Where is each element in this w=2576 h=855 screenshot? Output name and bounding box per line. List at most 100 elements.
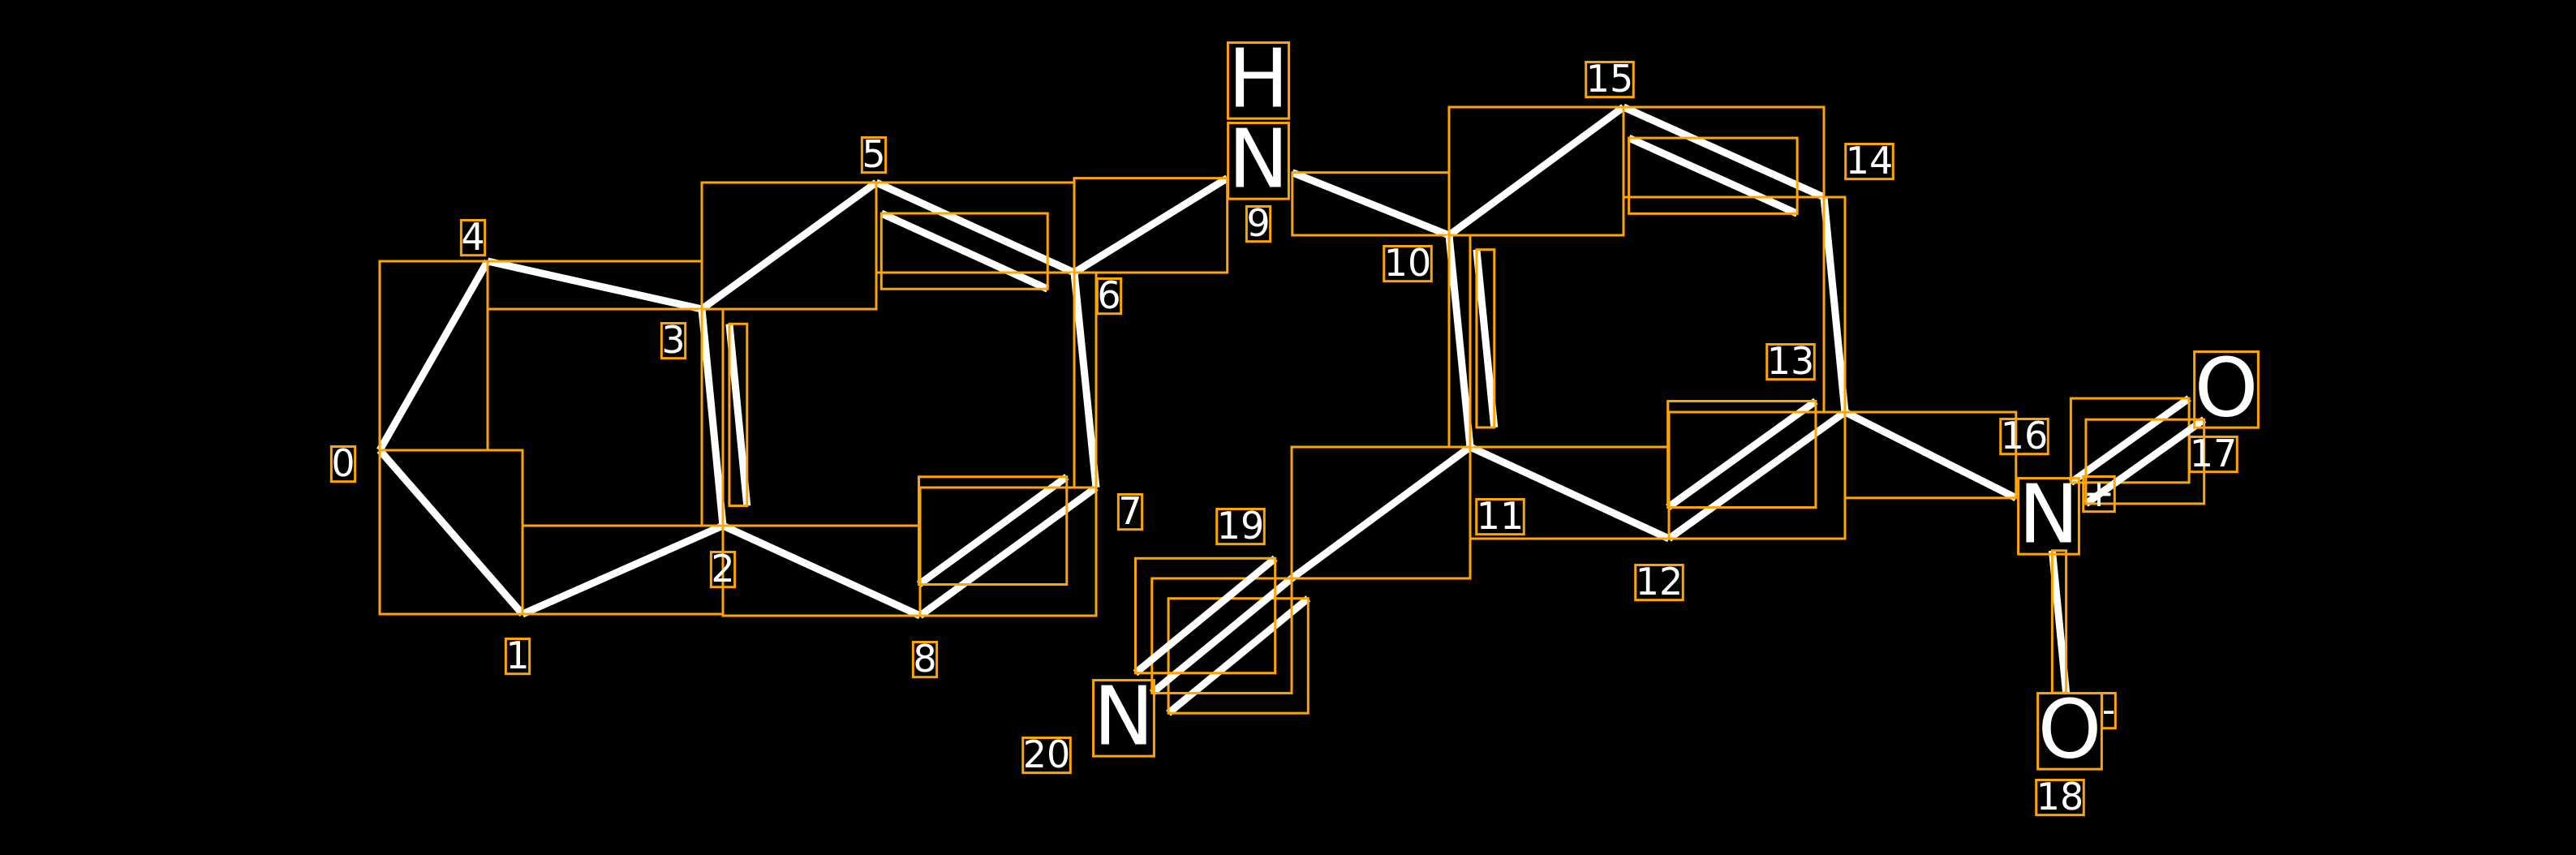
bond-12-11 — [1469, 443, 1671, 543]
bond-13-16 — [1843, 408, 2018, 501]
atom-symbol-N-box — [1227, 122, 1290, 200]
bond-6-9 — [1072, 174, 1230, 276]
bond-11-19-box — [1290, 445, 1472, 580]
atom-hydrogen-box — [1226, 41, 1291, 120]
atom-symbol-N: N — [1228, 112, 1289, 207]
atom-index-label-box — [1765, 342, 1816, 381]
atom-index-label: 8 — [913, 637, 936, 681]
bond-3-2-inner-box — [728, 322, 749, 508]
bond-6-7 — [1070, 272, 1100, 488]
atom-index-label-box — [1585, 60, 1635, 99]
atom-index-label-box — [709, 550, 737, 589]
atom-index-label-box — [2035, 778, 2085, 817]
atom-index-label-box — [459, 218, 487, 257]
atom-charge-box — [2101, 691, 2117, 730]
atom-index-label: 7 — [1118, 489, 1142, 533]
bond-15-14-inner-box — [1628, 136, 1799, 215]
bond-15-14-inner — [1627, 134, 1799, 217]
atom-index-label-box — [1844, 142, 1894, 181]
atom-index-label-box — [911, 640, 939, 679]
bond-8-2 — [721, 522, 922, 620]
atom-hydrogen: H — [1228, 32, 1288, 127]
atom-index-label: 19 — [1217, 504, 1265, 548]
bond-3-5 — [699, 179, 879, 312]
bond-0-1 — [376, 448, 526, 617]
atom-symbol-N: N — [2019, 467, 2079, 562]
bond-16-18 — [2048, 550, 2071, 694]
atom-index-label: 9 — [1246, 201, 1270, 245]
atom-index-label-box — [1095, 277, 1123, 316]
atom-index-label-box — [660, 321, 687, 360]
atom-index-label: 6 — [1097, 273, 1120, 317]
bond-5-6-inner-box — [879, 212, 1049, 290]
atom-index-label-box — [1475, 497, 1525, 536]
bond-16-17-box — [2084, 418, 2206, 505]
atom-symbol-O-box — [2036, 692, 2103, 771]
atom-charge: - — [2102, 688, 2116, 732]
atom-index-label: 18 — [2036, 775, 2084, 818]
atom-symbol-O: O — [2195, 341, 2259, 436]
bond-19-20 — [1166, 595, 1311, 716]
atom-index-label: 17 — [2190, 432, 2238, 475]
atom-index-label: 16 — [2001, 414, 2049, 458]
atom-index-label: 3 — [661, 318, 685, 362]
atom-index-label-box — [329, 445, 357, 483]
bond-19-20-box — [1133, 556, 1277, 675]
atom-index-label-box — [504, 637, 531, 676]
bonds-layer — [376, 103, 2207, 716]
atom-index-label-box — [1116, 492, 1144, 531]
atom-index-label-box — [1021, 736, 1072, 775]
bond-0-4-box — [378, 260, 489, 452]
bond-6-9-box — [1073, 177, 1229, 274]
bond-7-8 — [918, 484, 1099, 619]
atom-symbol-O: O — [2038, 682, 2102, 777]
atom-symbol-O-box — [2193, 350, 2260, 429]
atom-index-label-box — [1215, 507, 1266, 546]
bond-10-15 — [1447, 104, 1626, 238]
atom-symbol-N-box — [2017, 477, 2080, 556]
atom-index-label-box — [1245, 204, 1272, 243]
atom-index-label-box — [860, 135, 888, 174]
bond-11-10 — [1445, 234, 1474, 448]
bond-16-17 — [2068, 395, 2191, 486]
atom-index-label: 13 — [1767, 339, 1815, 383]
bond-7-8-inner — [916, 474, 1069, 588]
atom-index-label: 11 — [1477, 494, 1525, 538]
atom-index-label: 2 — [711, 547, 734, 591]
bond-4-3 — [487, 257, 703, 313]
atom-index-label: 1 — [505, 634, 529, 677]
atom-charge: + — [2084, 471, 2115, 515]
atom-symbol-N-box — [1092, 679, 1155, 758]
bond-3-2-inner — [725, 323, 751, 506]
bond-2-1-box — [521, 524, 725, 616]
bond-5-6 — [875, 178, 1076, 277]
atom-index-label: 10 — [1384, 241, 1432, 285]
atom-index-label: 5 — [862, 132, 885, 176]
atom-index-label: 4 — [461, 215, 484, 259]
bond-11-10-inner-box — [1475, 248, 1496, 429]
atom-symbol-N: N — [1094, 669, 1155, 764]
atom-index-label-box — [1383, 244, 1433, 283]
bond-13-12-inner — [1666, 397, 1818, 511]
atom-index-label: 15 — [1586, 57, 1634, 101]
bond-19-20 — [1149, 575, 1294, 696]
bond-3-2 — [698, 308, 727, 526]
bond-19-20 — [1133, 555, 1278, 677]
bond-9-10 — [1291, 169, 1451, 239]
atom-index-label-box — [2188, 435, 2238, 474]
atom-index-label-box — [1634, 563, 1684, 602]
bond-0-4 — [376, 259, 491, 453]
bond-19-20-box — [1150, 577, 1293, 694]
atom-index-label: 0 — [331, 441, 355, 485]
bond-15-14-box — [1622, 105, 1826, 199]
bond-5-6-inner — [879, 209, 1050, 293]
atom-index-label: 14 — [1846, 139, 1894, 183]
bond-16-17 — [2084, 416, 2207, 507]
bond-11-10-inner — [1473, 249, 1499, 428]
bond-11-19 — [1289, 444, 1473, 582]
bond-2-1 — [521, 522, 725, 618]
atom-charge-box — [2082, 475, 2116, 513]
atom-index-label: 12 — [1636, 560, 1684, 604]
